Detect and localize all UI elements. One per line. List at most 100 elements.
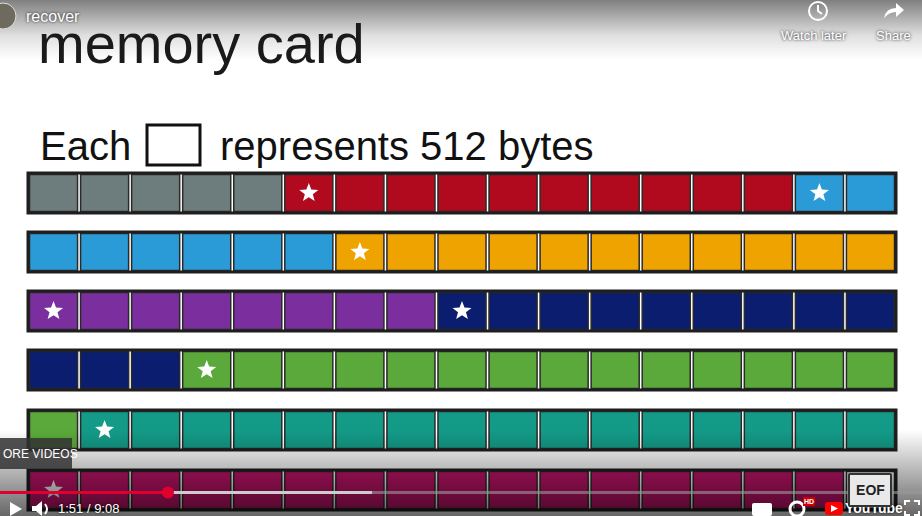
block-cell xyxy=(591,234,639,271)
block-cell xyxy=(642,352,690,389)
block-cell xyxy=(744,234,792,271)
block-cell xyxy=(744,352,792,389)
block-cell xyxy=(795,234,843,271)
block-cell xyxy=(387,352,435,389)
block-cell xyxy=(795,293,843,330)
block-cell xyxy=(30,175,78,212)
block-cell xyxy=(30,352,78,389)
file-start-star xyxy=(810,183,829,201)
block-cell xyxy=(591,352,639,389)
watch-later-icon xyxy=(809,2,827,20)
block-cell xyxy=(846,234,894,271)
row-outline xyxy=(28,350,896,390)
block-cell xyxy=(438,234,486,271)
block-cell xyxy=(693,175,741,212)
block-cell xyxy=(693,352,741,389)
file-start-star xyxy=(350,242,369,260)
block-cell xyxy=(693,293,741,330)
block-cell xyxy=(183,175,231,212)
row-outline xyxy=(28,173,896,213)
block-cell xyxy=(387,175,435,212)
block-cell xyxy=(591,293,639,330)
block-row xyxy=(28,173,896,213)
block-cell xyxy=(132,234,180,271)
block-cell xyxy=(336,293,384,330)
block-cell xyxy=(846,293,894,330)
block-cell xyxy=(234,293,282,330)
bottom-overlay xyxy=(0,430,922,516)
block-cell xyxy=(234,175,282,212)
block-cell xyxy=(336,175,384,212)
block-cell xyxy=(846,352,894,389)
block-cell xyxy=(438,175,486,212)
file-start-star xyxy=(452,301,471,319)
block-cell xyxy=(336,352,384,389)
block-row xyxy=(28,291,896,331)
watch-later-label: Watch later xyxy=(781,29,846,42)
block-cell xyxy=(438,352,486,389)
block-cell xyxy=(30,293,78,330)
block-cell xyxy=(744,175,792,212)
block-cell xyxy=(387,234,435,271)
block-cell xyxy=(285,175,333,212)
time-display: 1:51 / 9:08 xyxy=(58,502,119,515)
block-cell xyxy=(642,293,690,330)
channel-avatar xyxy=(0,3,16,29)
block-cell xyxy=(81,293,129,330)
block-cell xyxy=(285,293,333,330)
eof-marker: EOF xyxy=(856,483,885,497)
share-icon xyxy=(884,3,904,18)
block-cell xyxy=(183,234,231,271)
block-cell xyxy=(540,293,588,330)
block-sample-square xyxy=(147,125,200,165)
more-videos-label: ORE VIDEOS xyxy=(3,448,78,460)
block-cell xyxy=(81,234,129,271)
file-start-star xyxy=(44,301,63,319)
block-cell xyxy=(234,234,282,271)
play-icon xyxy=(10,502,22,516)
captions-icon xyxy=(752,503,772,516)
block-cell xyxy=(132,175,180,212)
video-title: recover xyxy=(26,9,79,25)
volume-icon xyxy=(32,501,47,516)
block-cell xyxy=(81,175,129,212)
block-cell xyxy=(183,352,231,389)
end-of-file-box: EOF xyxy=(848,473,892,507)
file-start-star xyxy=(197,360,216,378)
block-cell xyxy=(183,293,231,330)
block-cell xyxy=(642,175,690,212)
block-cell xyxy=(234,352,282,389)
block-cell xyxy=(489,293,537,330)
row-outline xyxy=(28,232,896,272)
block-cell xyxy=(540,352,588,389)
row-outline xyxy=(28,291,896,331)
youtube-logo-icon xyxy=(825,502,843,515)
hd-badge: HD xyxy=(803,497,815,506)
settings-icon xyxy=(790,502,804,516)
block-cell xyxy=(795,352,843,389)
block-cell xyxy=(438,293,486,330)
block-cell xyxy=(81,352,129,389)
fullscreen-icon xyxy=(905,501,919,515)
block-cell xyxy=(285,352,333,389)
block-row xyxy=(28,232,896,272)
progress-bar xyxy=(0,487,922,499)
block-cell xyxy=(540,175,588,212)
block-cell xyxy=(336,234,384,271)
block-cell xyxy=(489,175,537,212)
block-cell xyxy=(132,352,180,389)
file-start-star xyxy=(299,183,318,201)
block-cell xyxy=(489,352,537,389)
block-cell xyxy=(744,293,792,330)
block-cell xyxy=(387,293,435,330)
block-cell xyxy=(846,472,894,509)
block-cell xyxy=(30,234,78,271)
block-cell xyxy=(846,175,894,212)
block-cell xyxy=(285,234,333,271)
block-cell xyxy=(540,234,588,271)
block-row xyxy=(28,350,896,390)
block-cell xyxy=(489,234,537,271)
block-cell xyxy=(591,175,639,212)
